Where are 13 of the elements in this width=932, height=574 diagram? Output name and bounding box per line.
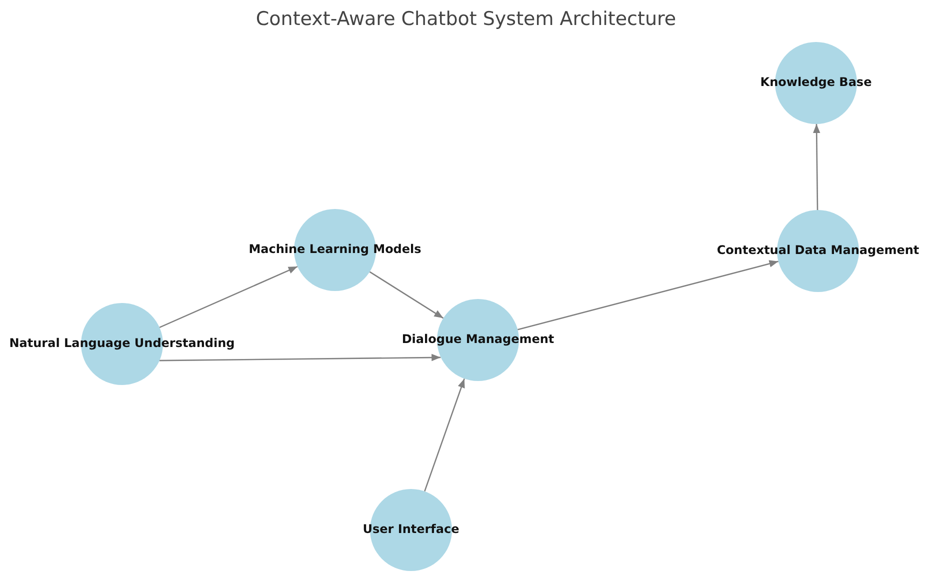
arrow — [159, 354, 441, 362]
arrow — [159, 266, 298, 328]
arrow — [518, 260, 778, 330]
node-label: Machine Learning Models — [248, 242, 422, 257]
node-label: Natural Language Understanding — [8, 336, 236, 351]
arrow — [424, 378, 465, 492]
node-label: User Interface — [362, 522, 460, 537]
arrow — [812, 124, 820, 210]
node-label: Knowledge Base — [759, 75, 873, 90]
arrow — [369, 271, 444, 319]
node-label: Dialogue Management — [400, 332, 556, 347]
chart-title: Context-Aware Chatbot System Architecture — [254, 8, 678, 30]
node-label: Contextual Data Management — [716, 243, 920, 258]
